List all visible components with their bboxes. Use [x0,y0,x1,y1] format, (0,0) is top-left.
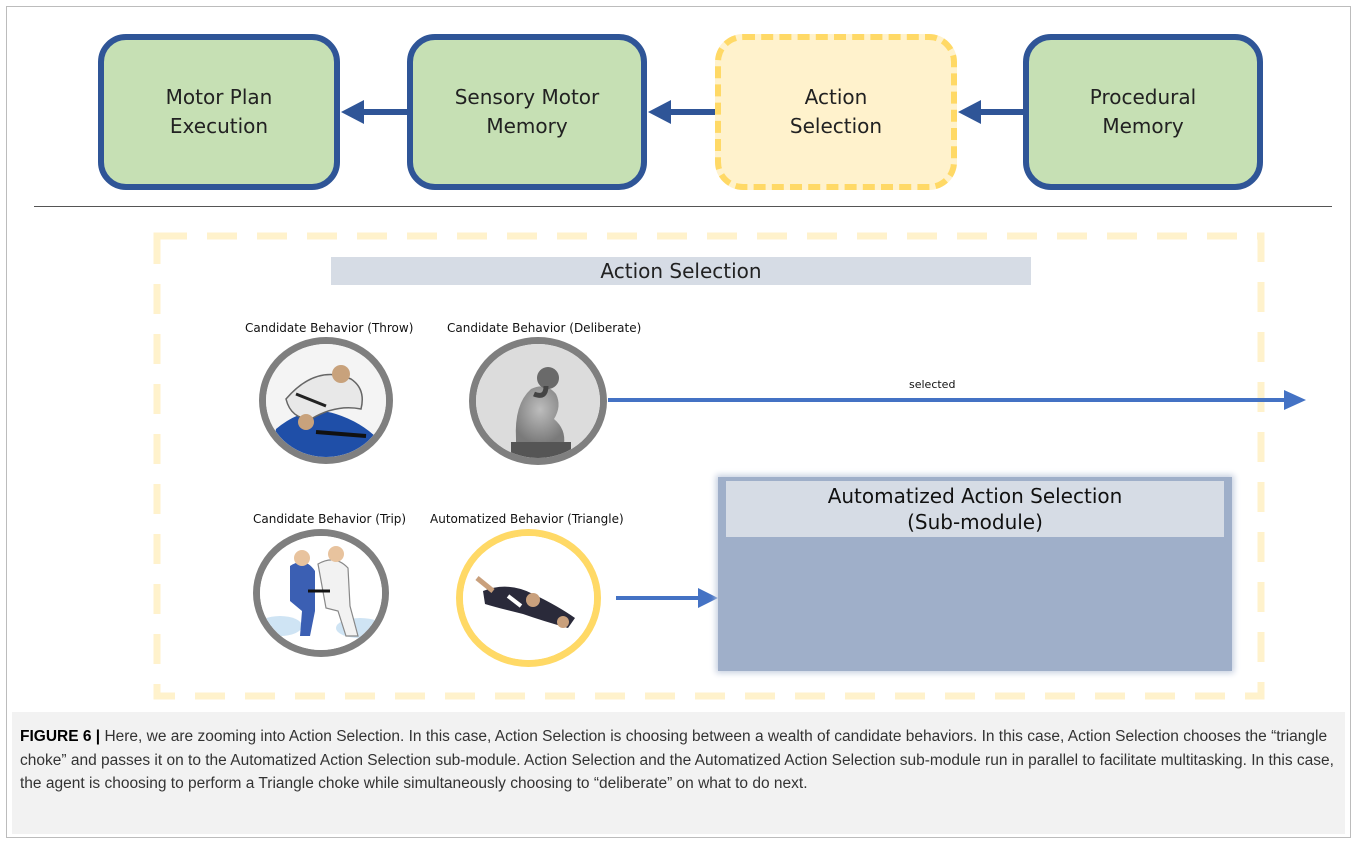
arrow-procedural-to-action [958,100,1023,124]
zoom-panel-dashed-border [153,232,1265,700]
selected-arrow [608,390,1306,410]
figure-caption-box [12,712,1345,834]
judo-trip-illustration [260,536,382,650]
figure-caption: FIGURE 6 | Here, we are zooming into Act… [20,725,1338,796]
caption-text: Here, we are zooming into Action Selecti… [20,728,1334,792]
submodule-header: Automatized Action Selection (Sub-module… [726,481,1224,537]
sensory-motor-memory-box: Sensory Motor Memory [407,34,647,190]
selected-label: selected [909,378,956,391]
thinker-statue [476,344,600,458]
automatized-action-selection-submodule: Automatized Action Selection (Sub-module… [718,477,1232,671]
procedural-memory-box: Procedural Memory [1023,34,1263,190]
throw-behavior-image [259,337,393,464]
action-selection-label: Action Selection [789,85,883,138]
candidate-throw-label: Candidate Behavior (Throw) [245,321,414,335]
deliberate-behavior-image [469,337,607,465]
candidate-deliberate-label: Candidate Behavior (Deliberate) [447,321,642,335]
trip-behavior-image [253,529,389,657]
section-divider [34,206,1332,207]
triangle-to-submodule-arrow [616,588,718,608]
submodule-title: Automatized Action Selection (Sub-module… [827,484,1123,534]
arrow-action-to-sensory [648,100,715,124]
procedural-memory-label: Procedural Memory [1089,85,1197,138]
action-selection-header-bar: Action Selection [331,257,1031,285]
action-selection-box: Action Selection [715,34,957,190]
motor-plan-execution-box: Motor Plan Execution [98,34,340,190]
triangle-choke-photo [463,536,594,660]
arrow-sensory-to-motor [341,100,407,124]
figure-frame [6,6,1351,838]
figure-number: FIGURE 6 | [20,728,101,745]
triangle-behavior-image [456,529,601,667]
sensory-motor-memory-label: Sensory Motor Memory [454,85,600,138]
top-flow-arrows [341,100,1023,124]
judo-throw-illustration [266,344,386,457]
action-selection-header-label: Action Selection [600,259,762,283]
motor-plan-execution-label: Motor Plan Execution [165,85,273,138]
candidate-trip-label: Candidate Behavior (Trip) [253,512,407,526]
automatized-triangle-label: Automatized Behavior (Triangle) [430,512,624,526]
